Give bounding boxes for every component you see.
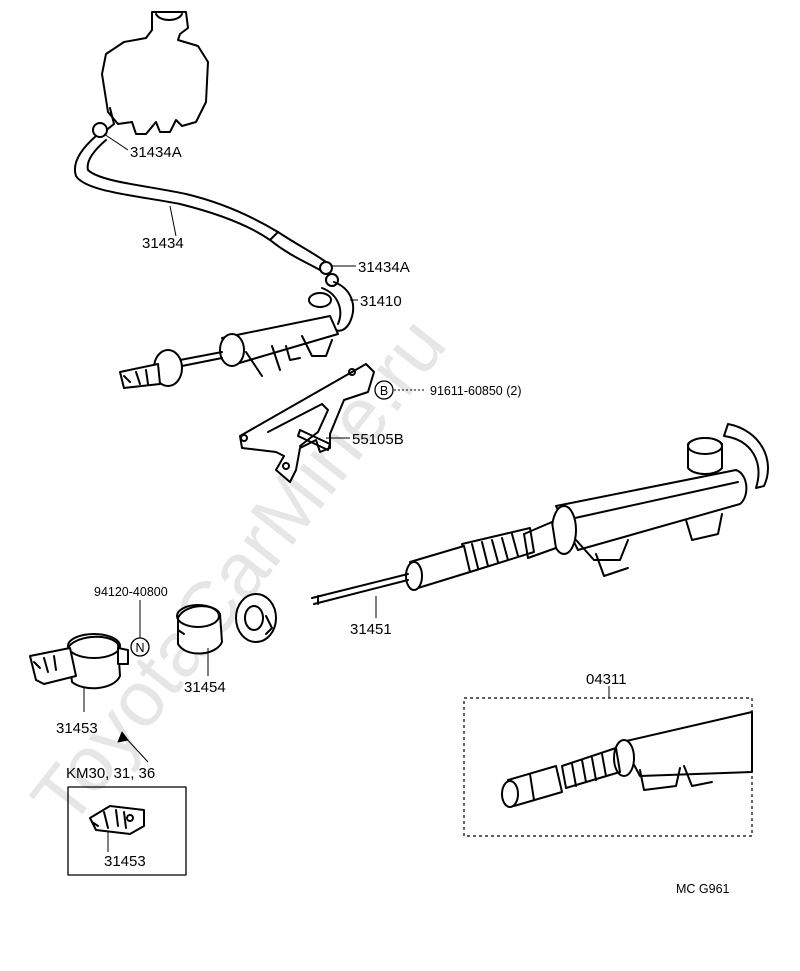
switch-31453	[29, 633, 129, 690]
label-bolt-part: 91611-60850 (2)	[430, 384, 522, 398]
bolt-symbol-letter: B	[380, 384, 388, 398]
sleeve-31454	[176, 604, 223, 655]
label-31434: 31434	[142, 235, 184, 252]
label-variant-models: KM30, 31, 36	[66, 765, 155, 782]
label-31453-variant: 31453	[104, 853, 146, 870]
label-31410: 31410	[360, 293, 402, 310]
master-cylinder-large	[311, 423, 769, 605]
hose-31434	[74, 122, 339, 287]
label-31453: 31453	[56, 720, 98, 737]
label-31434A-mid: 31434A	[358, 259, 410, 276]
label-nut-part: 94120-40800	[94, 585, 168, 599]
repair-kit-box	[463, 697, 753, 837]
watermark: ToyotaCarMine.ru	[14, 301, 462, 840]
label-31434A-top: 31434A	[130, 144, 182, 161]
variant-box	[67, 786, 187, 876]
bracket-55105B	[239, 363, 375, 483]
label-31454: 31454	[184, 679, 226, 696]
label-04311: 04311	[586, 671, 627, 688]
label-55105B: 55105B	[352, 431, 404, 448]
part-labels: 31434A 31434 31434A 31410 91611-60850 (2…	[56, 144, 730, 896]
nut-symbol-letter: N	[135, 641, 144, 655]
reservoir-tank	[97, 11, 209, 135]
diagram-code: MC G961	[676, 882, 730, 896]
bolt-symbol: B	[374, 380, 394, 400]
master-cylinder-31410	[119, 281, 355, 389]
boot	[235, 593, 277, 643]
label-31451: 31451	[350, 621, 392, 638]
